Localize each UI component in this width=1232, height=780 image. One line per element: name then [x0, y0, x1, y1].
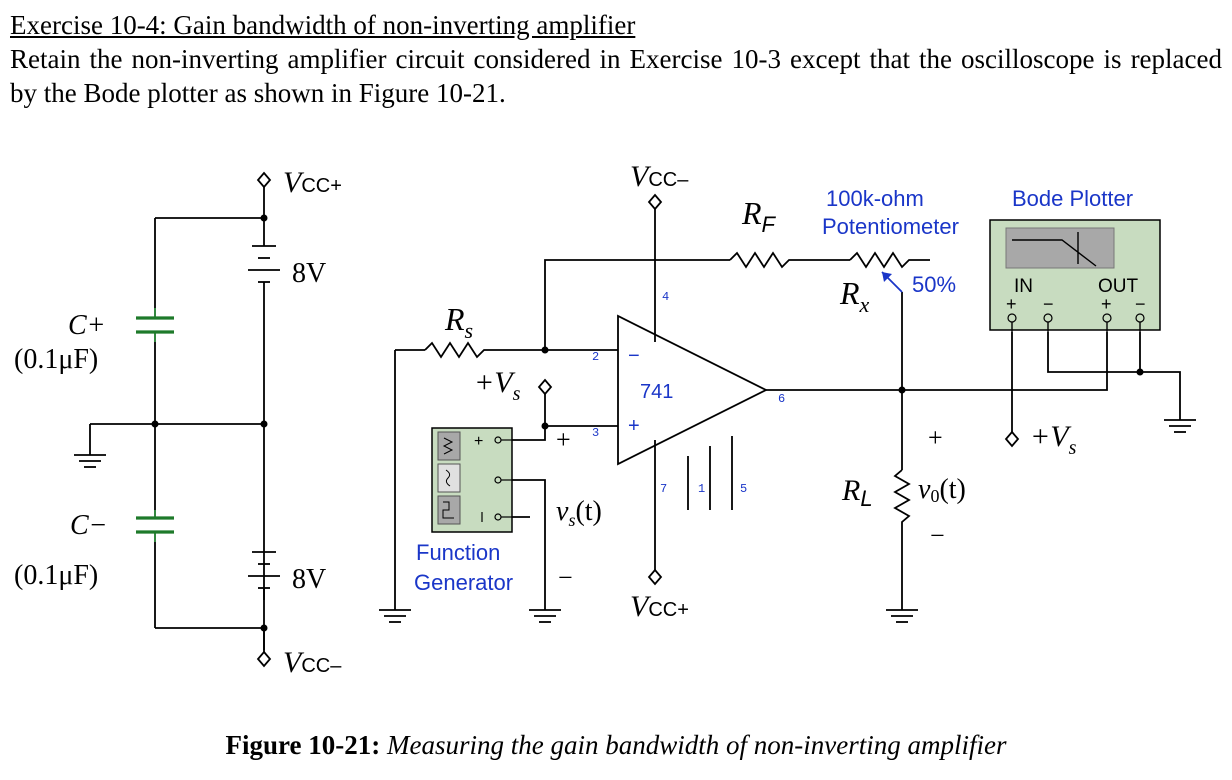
battery-bottom-label: 8V: [292, 564, 326, 595]
rl-label: RL: [841, 474, 873, 511]
vs-node-diamond: [537, 378, 553, 396]
bode-out-label: OUT: [1098, 276, 1139, 297]
opamp-pin3: 3: [592, 426, 599, 440]
opamp-minus: −: [628, 345, 640, 367]
exercise-title: Exercise 10-4: Gain bandwidth of non-inv…: [10, 10, 636, 40]
fg-label-line2: Generator: [414, 570, 513, 595]
potentiometer-rx: [849, 251, 930, 269]
cap-bottom-label: C−: [70, 510, 108, 541]
ground-load: [886, 600, 918, 623]
bode-in-minus: −: [1043, 294, 1054, 314]
opamp-name: 741: [640, 381, 673, 403]
exercise-heading: Exercise 10-4: Gain bandwidth of non-inv…: [10, 8, 1222, 110]
pot-label-line2: Potentiometer: [822, 214, 959, 239]
bode-in-label: IN: [1014, 276, 1033, 297]
opamp-vcc-plus-diamond: [647, 568, 663, 586]
function-generator[interactable]: [431, 427, 513, 533]
bode-label: Bode Plotter: [1012, 186, 1133, 211]
sine-wave-icon: [445, 469, 451, 487]
rf-label: RF: [741, 195, 777, 237]
bode-out-minus: −: [1135, 294, 1146, 314]
rs-label: Rs: [444, 301, 473, 343]
opamp-pin6: 6: [778, 392, 785, 406]
cap-top-value: (0.1μF): [14, 344, 98, 375]
v0-label: v0(t): [918, 474, 966, 506]
exercise-intro: Retain the non-inverting amplifier circu…: [10, 44, 1222, 108]
opamp-plus: +: [628, 415, 640, 437]
opamp-pin7: 7: [660, 482, 667, 496]
wire-inverting-input: [500, 259, 730, 351]
resistor-rl: [893, 469, 911, 600]
opamp-vcc-minus-diamond: [647, 193, 663, 211]
opamp-triangle: [617, 314, 769, 466]
bode-plotter[interactable]: [989, 219, 1161, 332]
vcc-minus-label: VCC–: [283, 646, 342, 679]
battery-bottom: [248, 551, 280, 606]
vs-minus: −: [558, 563, 573, 592]
fg-term-plus: +: [474, 433, 483, 450]
opamp-vcc-bottom-label: VCC+: [630, 590, 689, 623]
bode-response-icon: [1012, 232, 1097, 267]
resistor-rs: [424, 341, 500, 359]
opamp-pin1: 1: [698, 482, 705, 496]
rx-label: Rx: [839, 275, 870, 317]
opamp-pin2: 2: [592, 350, 599, 364]
vs-plus: +: [556, 425, 571, 454]
fg-label-line1: Function: [416, 540, 500, 565]
battery-top-label: 8V: [292, 258, 326, 289]
bode-probe-label: +Vs: [1030, 420, 1077, 459]
ground-rs: [379, 609, 411, 623]
vcc-plus-diamond: [256, 171, 272, 189]
sawtooth-wave-icon: [442, 437, 454, 455]
vs-t-label: vs(t): [556, 496, 602, 530]
vs-node-label: +Vs: [474, 366, 521, 405]
v0-plus: +: [928, 423, 943, 452]
pot-label-line1: 100k-ohm: [826, 186, 924, 211]
ground-bode: [1164, 419, 1196, 433]
pot-setting: 50%: [912, 272, 956, 297]
vcc-plus-label: VCC+: [283, 166, 342, 199]
square-wave-icon: [442, 501, 454, 519]
figure-caption: Figure 10-21: Measuring the gain bandwid…: [0, 730, 1232, 761]
wire-left-top: [89, 195, 265, 650]
wire-rs-left: [394, 349, 425, 610]
battery-top: [248, 240, 280, 300]
opamp-vcc-top-label: VCC–: [630, 160, 689, 193]
cap-top-label: C+: [68, 310, 106, 341]
opamp-pin4: 4: [662, 290, 669, 304]
bode-out-plus: +: [1101, 294, 1112, 314]
bode-in-plus: +: [1006, 294, 1017, 314]
vcc-minus-diamond: [256, 650, 272, 668]
opamp-pin5: 5: [740, 482, 747, 496]
ground-left: [74, 454, 106, 468]
figure-caption-text: Measuring the gain bandwidth of non-inve…: [387, 730, 1007, 760]
resistor-rf: [729, 251, 850, 269]
v0-minus: −: [930, 521, 945, 550]
cap-bottom-value: (0.1μF): [14, 560, 98, 591]
figure-caption-label: Figure 10-21:: [225, 730, 381, 760]
bode-probe-diamond: [1004, 430, 1020, 448]
ground-generator: [529, 600, 561, 623]
